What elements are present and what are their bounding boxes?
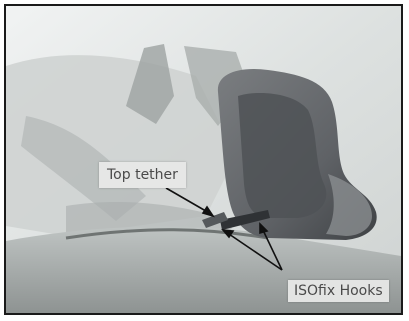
top-tether-label: Top tether xyxy=(99,162,186,188)
figure-frame: Top tether ISOfix Hooks xyxy=(4,4,403,315)
isofix-hooks-label: ISOfix Hooks xyxy=(288,280,389,302)
car-seat-installation-photo xyxy=(6,6,401,313)
